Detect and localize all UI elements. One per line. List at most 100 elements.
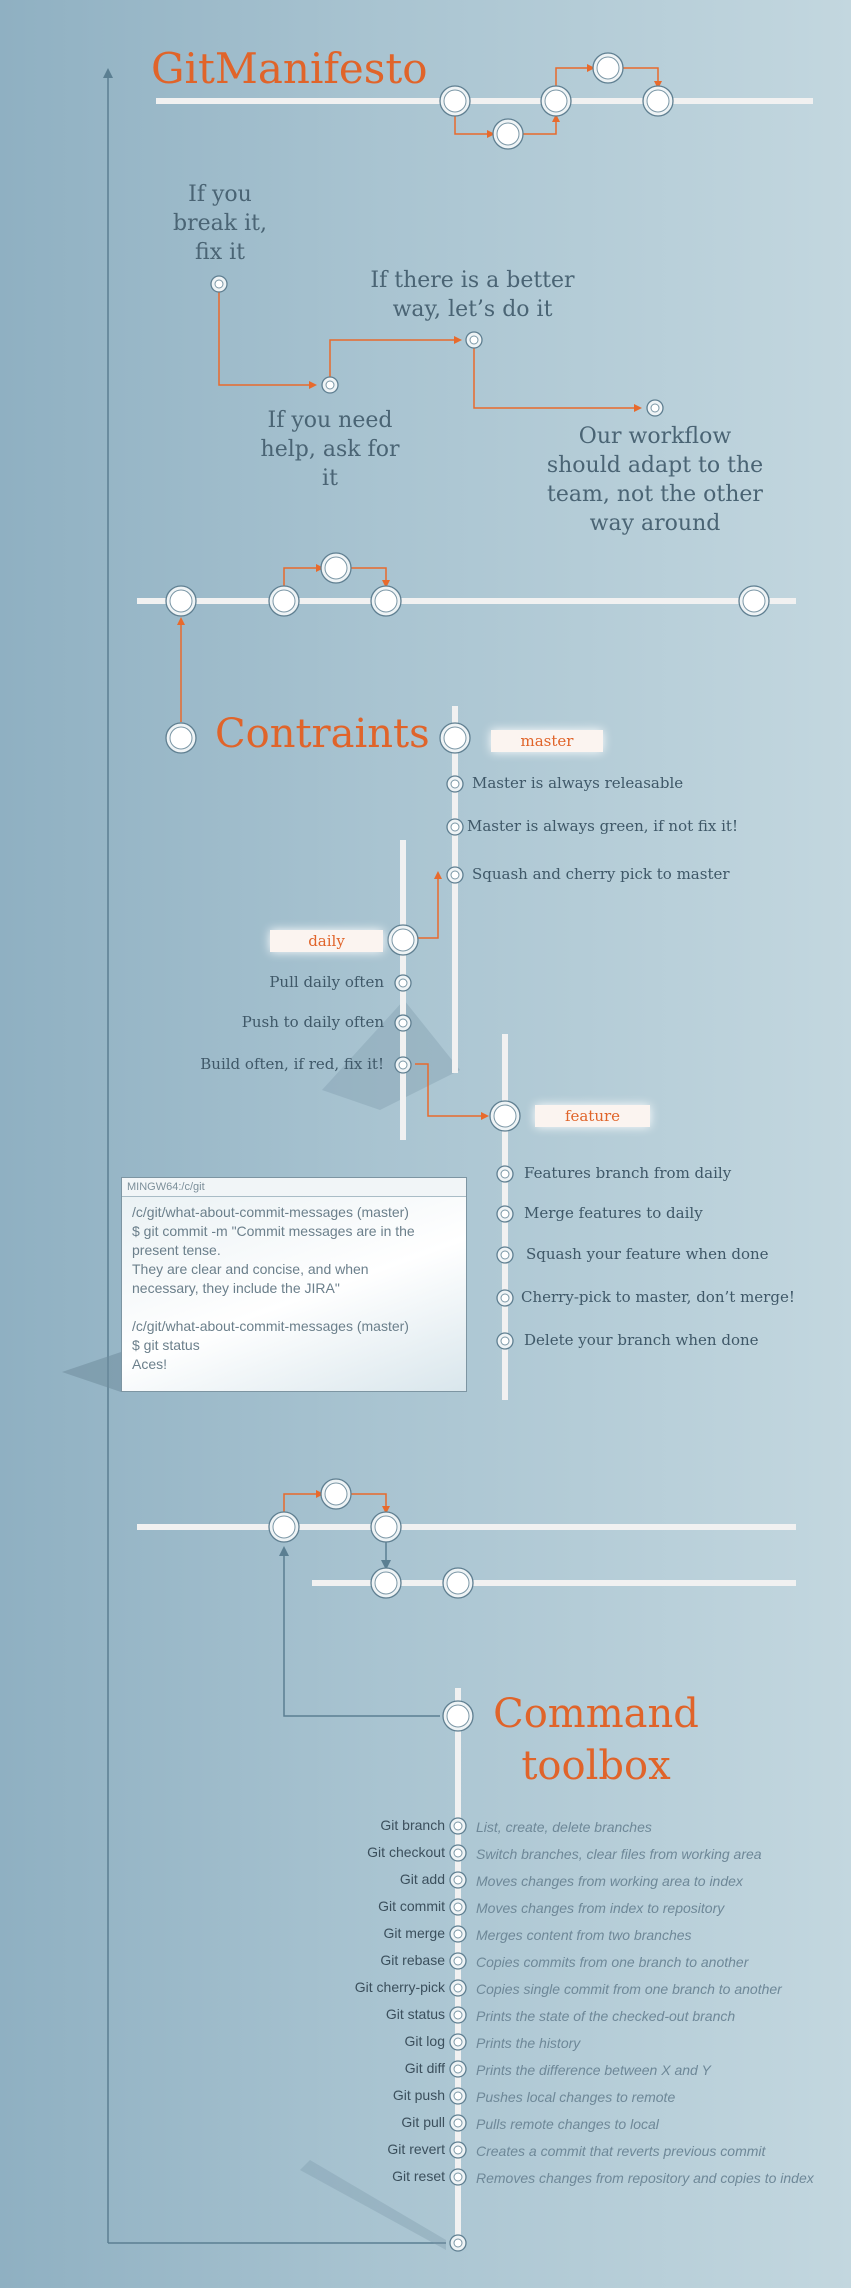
command-name: Git status bbox=[385, 2006, 445, 2022]
master-branch-tag: master bbox=[491, 730, 603, 752]
command-description: Copies commits from one branch to anothe… bbox=[476, 1954, 749, 1970]
command-name: Git diff bbox=[404, 2060, 445, 2076]
commit-node bbox=[320, 552, 352, 584]
commit-node bbox=[439, 722, 471, 754]
commit-node bbox=[496, 1246, 514, 1264]
shadow-toolbox bbox=[300, 2160, 446, 2250]
commit-node bbox=[642, 85, 674, 117]
command-name: Git reset bbox=[392, 2168, 445, 2184]
command-description: List, create, delete branches bbox=[476, 1819, 652, 1835]
shadow-terminal bbox=[62, 1352, 121, 1392]
commit-node bbox=[449, 2033, 467, 2051]
commit-node bbox=[496, 1332, 514, 1350]
master-rule-releasable: Master is always releasable bbox=[472, 774, 684, 792]
command-description: Moves changes from index to repository bbox=[476, 1900, 725, 1916]
command-description: Pulls remote changes to local bbox=[476, 2116, 659, 2132]
command-name: Git commit bbox=[378, 1898, 445, 1914]
commit-node bbox=[394, 1014, 412, 1032]
rules-connector-2 bbox=[329, 336, 462, 385]
header-connector-4 bbox=[622, 67, 662, 89]
command-name: Git push bbox=[392, 2087, 445, 2103]
feature-rule-delete: Delete your branch when done bbox=[524, 1331, 759, 1349]
commit-node bbox=[646, 399, 664, 417]
commit-node bbox=[387, 924, 419, 956]
constraints-title: Contraints bbox=[215, 711, 430, 757]
terminal-line: Aces! bbox=[132, 1356, 168, 1372]
rule-better-way: If there is a better way, let’s do it bbox=[370, 268, 575, 322]
graph2-connector-2 bbox=[350, 567, 390, 588]
commit-node bbox=[449, 1817, 467, 1835]
toolbox-title-line1: Command bbox=[493, 1691, 699, 1737]
command-name: Git revert bbox=[387, 2141, 445, 2157]
feature-rule-merge: Merge features to daily bbox=[524, 1204, 703, 1222]
commit-node bbox=[592, 52, 624, 84]
commit-node bbox=[489, 1100, 521, 1132]
terminal-line: present tense. bbox=[132, 1242, 221, 1258]
commit-node bbox=[165, 585, 197, 617]
commit-node bbox=[442, 1567, 474, 1599]
commit-node bbox=[496, 1205, 514, 1223]
commit-node bbox=[449, 1844, 467, 1862]
toolbox-to-graph-connector bbox=[279, 1546, 440, 1717]
commit-node bbox=[394, 1056, 412, 1074]
daily-rule-build: Build often, if red, fix it! bbox=[200, 1055, 384, 1073]
rule-ask-for-help: If you need help, ask for it bbox=[260, 408, 400, 491]
feature-rule-squash: Squash your feature when done bbox=[526, 1245, 769, 1263]
terminal-line: $ git commit -m "Commit messages are in … bbox=[132, 1223, 415, 1239]
commit-node bbox=[449, 2006, 467, 2024]
command-name: Git rebase bbox=[380, 1952, 445, 1968]
commit-node bbox=[449, 1898, 467, 1916]
command-description: Prints the history bbox=[476, 2035, 581, 2051]
terminal-line: /c/git/what-about-commit-messages (maste… bbox=[132, 1204, 409, 1220]
command-description: Prints the state of the checked-out bran… bbox=[476, 2008, 736, 2024]
terminal-output: /c/git/what-about-commit-messages (maste… bbox=[122, 1197, 466, 1380]
command-name: Git add bbox=[399, 1871, 445, 1887]
terminal-title-bar: MINGW64:/c/git bbox=[122, 1178, 466, 1197]
terminal-window: MINGW64:/c/git /c/git/what-about-commit-… bbox=[121, 1177, 467, 1392]
commit-node bbox=[496, 1165, 514, 1183]
terminal-line bbox=[132, 1298, 456, 1317]
commit-node bbox=[465, 331, 483, 349]
commit-node bbox=[446, 866, 464, 884]
rule-break-it: If you break it, fix it bbox=[173, 182, 267, 265]
commit-node bbox=[449, 2114, 467, 2132]
commit-node bbox=[738, 585, 770, 617]
rules-connector-1 bbox=[218, 284, 317, 389]
command-name: Git pull bbox=[401, 2114, 445, 2130]
command-description: Creates a commit that reverts previous c… bbox=[476, 2143, 766, 2159]
commit-node bbox=[449, 2141, 467, 2159]
commit-node bbox=[449, 2087, 467, 2105]
rule-workflow-adapt: Our workflow should adapt to the team, n… bbox=[546, 424, 764, 536]
daily-to-feature-connector bbox=[415, 1063, 489, 1120]
command-description: Merges content from two branches bbox=[476, 1927, 692, 1943]
feature-rule-branch: Features branch from daily bbox=[524, 1164, 732, 1182]
terminal-line: $ git status bbox=[132, 1337, 200, 1353]
page-title: GitManifesto bbox=[151, 44, 428, 93]
commit-node bbox=[210, 275, 228, 293]
command-description: Moves changes from working area to index bbox=[476, 1873, 743, 1889]
feature-branch-tag: feature bbox=[535, 1105, 650, 1127]
toolbox-title-line2: toolbox bbox=[521, 1743, 671, 1789]
terminal-line: /c/git/what-about-commit-messages (maste… bbox=[132, 1318, 409, 1334]
header-connector-2 bbox=[508, 114, 560, 135]
commit-node bbox=[449, 2060, 467, 2078]
terminal-line: necessary, they include the JIRA" bbox=[132, 1280, 340, 1296]
feature-rule-cherry-pick: Cherry-pick to master, don’t merge! bbox=[521, 1288, 795, 1306]
commit-node bbox=[446, 818, 464, 836]
commit-node bbox=[370, 585, 402, 617]
commit-node bbox=[449, 2234, 467, 2252]
commit-node bbox=[268, 585, 300, 617]
terminal-line: They are clear and concise, and when bbox=[132, 1261, 369, 1277]
command-description: Copies single commit from one branch to … bbox=[476, 1981, 782, 1997]
toolbox-title: Command toolbox bbox=[478, 1688, 714, 1792]
rules-connector-3 bbox=[473, 340, 642, 412]
command-name: Git checkout bbox=[367, 1844, 445, 1860]
commit-node bbox=[449, 1925, 467, 1943]
daily-rule-pull: Pull daily often bbox=[269, 973, 384, 991]
command-name: Git log bbox=[404, 2033, 445, 2049]
commit-node bbox=[370, 1511, 402, 1543]
commit-node bbox=[165, 722, 197, 754]
command-description: Prints the difference between X and Y bbox=[476, 2062, 711, 2078]
commit-node bbox=[540, 85, 572, 117]
